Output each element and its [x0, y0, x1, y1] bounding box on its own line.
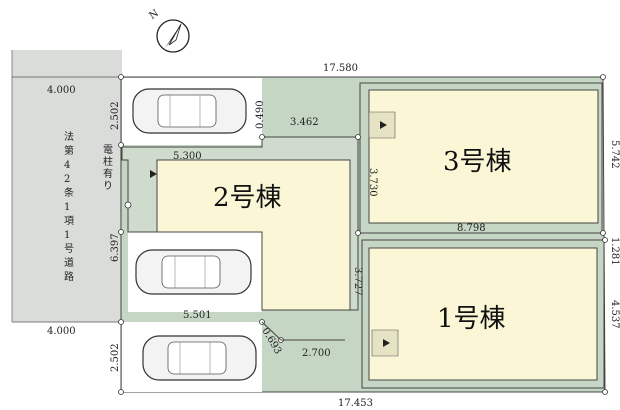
car-top-icon [132, 88, 247, 134]
entrance-1-arrow-icon [383, 339, 390, 347]
road-width-top: 4.000 [47, 85, 76, 96]
building-3-label: 3号棟 [443, 147, 512, 177]
dim-b3-left: 3.730 [367, 168, 378, 197]
building-2-label: 2号棟 [213, 183, 282, 213]
dim-right-middle: 1.281 [609, 237, 620, 266]
road-strip [12, 50, 122, 322]
dim-left-bottom: 2.502 [110, 343, 121, 372]
dim-lot-top: 17.580 [323, 63, 358, 74]
car-middle-icon [135, 249, 252, 295]
building-3 [368, 89, 599, 224]
dim-left-top: 2.502 [110, 101, 121, 130]
dim-b1-left: 3.727 [352, 267, 363, 296]
building-1-label: 1号棟 [437, 304, 506, 334]
compass-label: N [147, 8, 161, 22]
road-width-bottom: 4.000 [47, 326, 76, 337]
dim-lot-bottom: 17.453 [338, 398, 373, 409]
dim-bottom-h: 2.700 [302, 348, 331, 359]
utility-pole-icon [124, 201, 132, 209]
car-bottom-icon [142, 335, 257, 381]
building-1 [368, 247, 598, 381]
entrance-2-arrow-icon [150, 170, 157, 178]
dim-notch-v: 0.490 [255, 100, 266, 129]
pole-label: 電柱有り [103, 144, 113, 192]
building-3-lot [359, 82, 603, 234]
dim-notch-h: 3.462 [290, 117, 319, 128]
entrance-3-arrow-icon [380, 121, 387, 129]
dim-b3-bottom: 8.798 [457, 223, 486, 234]
building-1-lot [361, 239, 605, 389]
dim-b2-top: 5.300 [173, 151, 202, 162]
compass-icon: N [147, 8, 190, 53]
dim-b2-bottom: 5.501 [183, 310, 212, 321]
building-2 [156, 159, 351, 311]
boundary-diag-line [261, 321, 282, 341]
dim-right-upper: 5.742 [609, 140, 620, 169]
dim-left-mid: 6.397 [110, 233, 121, 262]
dim-right-lower: 4.537 [609, 300, 620, 329]
